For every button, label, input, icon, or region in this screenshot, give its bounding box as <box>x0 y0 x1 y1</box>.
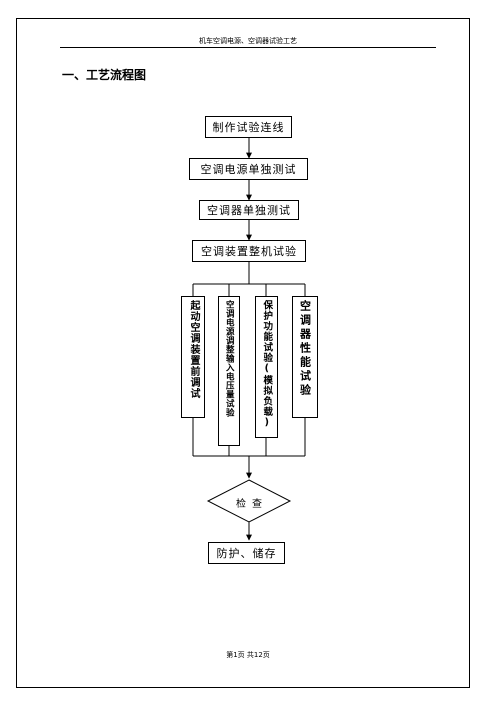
branch-protection-test: 保护功能试验(模拟负载) <box>255 296 278 438</box>
step-power-test: 空调电源单独测试 <box>189 158 308 180</box>
section-title: 一、工艺流程图 <box>62 68 147 82</box>
page-footer: 第1页 共12页 <box>226 651 270 659</box>
header-rule <box>60 47 436 48</box>
branch-power-voltage-test: 空调电源调整输入电压量试验 <box>218 296 240 446</box>
step-protect-store: 防护、储存 <box>208 542 285 564</box>
page-border <box>16 18 470 688</box>
branch-performance-test: 空调器性能试验 <box>292 296 318 418</box>
step-system-test: 空调装置整机试验 <box>192 240 306 262</box>
step-ac-test: 空调器单独测试 <box>199 200 299 220</box>
branch-pre-start-debug: 起动空调装置前调试 <box>181 296 205 418</box>
page-header: 机车空调电源、空调器试验工艺 <box>199 37 297 45</box>
step-make-test-wiring: 制作试验连线 <box>205 116 292 138</box>
decision-label: 检查 <box>236 499 268 510</box>
